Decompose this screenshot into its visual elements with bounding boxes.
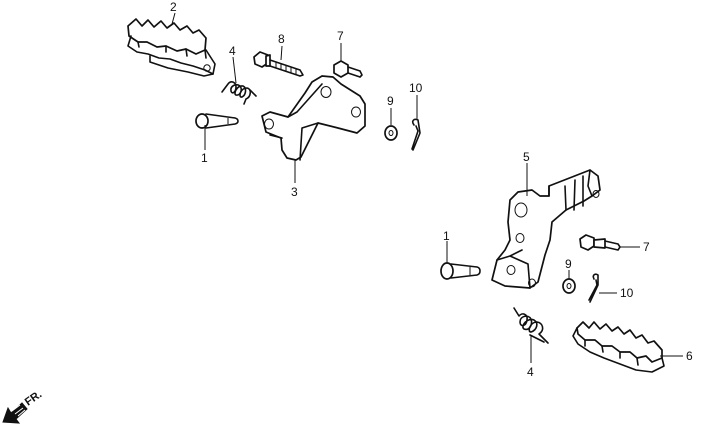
callout-7-left: 7 — [337, 29, 344, 43]
bracket-left-part — [261, 75, 366, 161]
callout-1-left: 1 — [201, 151, 208, 165]
front-direction-label: FR. — [23, 388, 44, 408]
callout-9-right: 9 — [565, 257, 572, 271]
callout-6: 6 — [686, 349, 693, 363]
callout-10-right: 10 — [620, 286, 634, 300]
bolt-small-left-part — [333, 60, 363, 78]
callout-1-right: 1 — [443, 229, 450, 243]
callout-7-right: 7 — [643, 240, 650, 254]
callout-8: 8 — [278, 32, 285, 46]
leader-lines-right — [446, 163, 683, 363]
callout-2: 2 — [170, 0, 177, 14]
callout-9-left: 9 — [387, 94, 394, 108]
pin-right-part — [440, 262, 481, 280]
callout-4-left: 4 — [229, 44, 236, 58]
callout-5: 5 — [523, 150, 530, 164]
front-direction-marker: FR. — [2, 388, 44, 424]
callout-10-left: 10 — [409, 81, 423, 95]
washer-right-part — [562, 278, 576, 294]
pin-left-part — [195, 113, 239, 129]
footpeg-left-part — [127, 18, 216, 77]
callout-4-right: 4 — [527, 365, 534, 379]
spring-left-part — [221, 81, 257, 105]
arrow-left-down-icon — [2, 402, 28, 424]
washer-left-part — [384, 125, 398, 141]
cotter-pin-right-part — [588, 273, 599, 303]
bracket-right-part — [491, 169, 601, 289]
cotter-pin-left-part — [411, 118, 421, 151]
footpeg-right-part — [572, 321, 665, 373]
spring-right-part — [513, 307, 549, 344]
bolt-right-part — [579, 234, 621, 251]
leader-lines-left — [171, 12, 418, 183]
callout-3: 3 — [291, 185, 298, 199]
bolt-left-part — [253, 51, 304, 77]
